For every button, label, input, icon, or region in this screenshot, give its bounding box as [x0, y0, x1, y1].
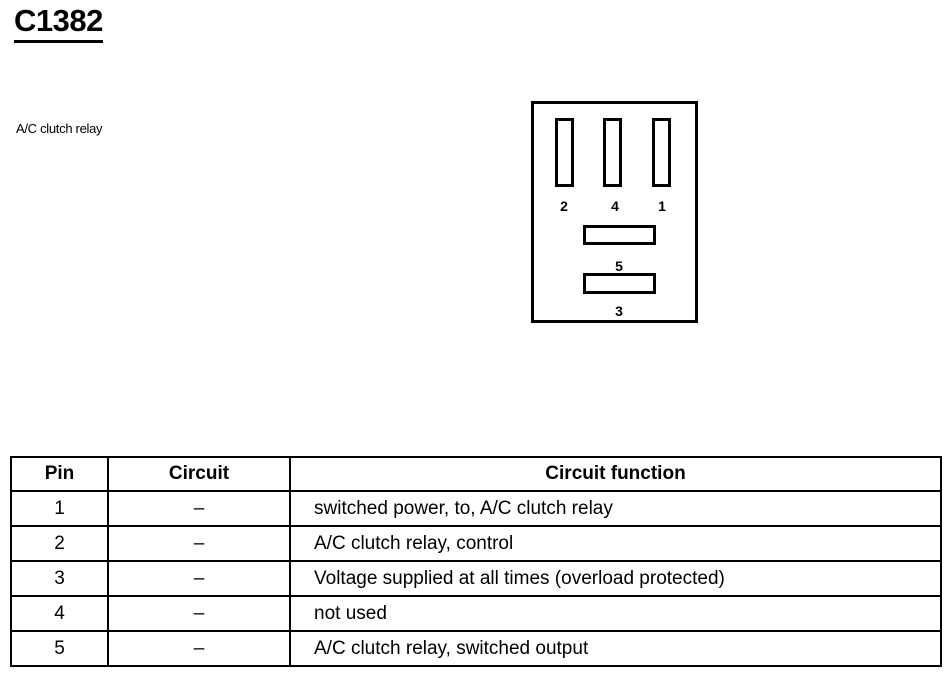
pin-number: 2: [10, 525, 109, 562]
circuit-function: A/C clutch relay, control: [289, 525, 942, 562]
pin-label-2: 2: [560, 198, 568, 214]
connector-face-diagram: 2 4 1 5 3: [531, 101, 698, 323]
pin-function-table: Pin Circuit Circuit function 1 – switche…: [10, 456, 942, 667]
pin-label-4: 4: [611, 198, 619, 214]
pin-number: 4: [10, 595, 109, 632]
terminal-5: [583, 225, 656, 245]
table-header-row: Pin Circuit Circuit function: [10, 456, 942, 492]
pin-number: 3: [10, 560, 109, 597]
pin-label-1: 1: [658, 198, 666, 214]
pin-number: 5: [10, 630, 109, 667]
circuit-function: Voltage supplied at all times (overload …: [289, 560, 942, 597]
terminal-3: [583, 273, 656, 294]
circuit-number: –: [107, 630, 291, 667]
table-row: 5 – A/C clutch relay, switched output: [10, 630, 942, 667]
circuit-function: switched power, to, A/C clutch relay: [289, 490, 942, 527]
header-circuit: Circuit: [107, 456, 291, 492]
table-row: 3 – Voltage supplied at all times (overl…: [10, 560, 942, 597]
circuit-function: not used: [289, 595, 942, 632]
terminal-4: [603, 118, 622, 187]
circuit-function: A/C clutch relay, switched output: [289, 630, 942, 667]
terminal-1: [652, 118, 671, 187]
circuit-number: –: [107, 525, 291, 562]
circuit-number: –: [107, 595, 291, 632]
connector-title: C1382: [14, 4, 103, 43]
table-row: 2 – A/C clutch relay, control: [10, 525, 942, 562]
pin-label-5: 5: [615, 258, 623, 274]
terminal-2: [555, 118, 574, 187]
circuit-number: –: [107, 560, 291, 597]
connector-description: A/C clutch relay: [16, 121, 103, 136]
header-pin: Pin: [10, 456, 109, 492]
pin-label-3: 3: [615, 303, 623, 319]
circuit-number: –: [107, 490, 291, 527]
table-row: 1 – switched power, to, A/C clutch relay: [10, 490, 942, 527]
header-circuit-function: Circuit function: [289, 456, 942, 492]
pin-number: 1: [10, 490, 109, 527]
table-row: 4 – not used: [10, 595, 942, 632]
